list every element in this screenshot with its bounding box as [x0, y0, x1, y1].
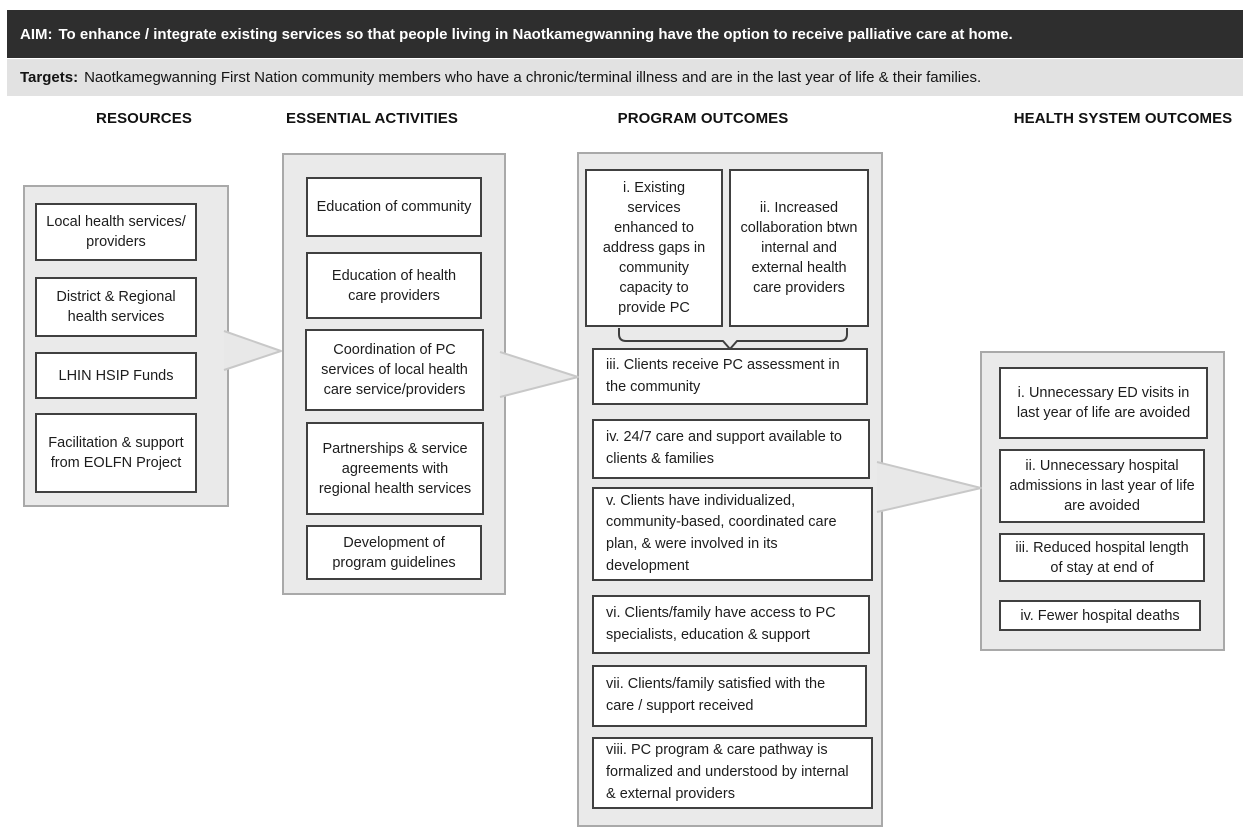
- aim-banner: AIM: To enhance / integrate existing ser…: [7, 10, 1243, 58]
- program-outcome-box-vi: vi. Clients/family have access to PC spe…: [592, 595, 870, 654]
- resources-box-1: Local health services/ providers: [35, 203, 197, 261]
- program-outcome-box-viii: viii. PC program & care pathway is forma…: [592, 737, 873, 809]
- targets-banner: Targets: Naotkamegwanning First Nation c…: [7, 59, 1243, 96]
- health-outcome-box-i: i. Unnecessary ED visits in last year of…: [999, 367, 1208, 439]
- arrow-program-to-health-system-outcomes: [876, 461, 982, 513]
- resources-box-2: District & Regional health services: [35, 277, 197, 337]
- program-outcome-box-v: v. Clients have individualized, communit…: [592, 487, 873, 581]
- resources-box-4: Facilitation & support from EOLFN Projec…: [35, 413, 197, 493]
- targets-text: Naotkamegwanning First Nation community …: [84, 69, 982, 86]
- program-outcome-box-i: i. Existing services enhanced to address…: [585, 169, 723, 327]
- program-outcome-box-vii: vii. Clients/family satisfied with the c…: [592, 665, 867, 727]
- aim-text: To enhance / integrate existing services…: [58, 25, 1013, 43]
- program-outcome-box-ii: ii. Increased collaboration btwn interna…: [729, 169, 869, 327]
- activities-box-5: Development of program guidelines: [306, 525, 482, 580]
- header-resources: RESOURCES: [96, 110, 192, 127]
- activities-box-4: Partnerships & service agreements with r…: [306, 422, 484, 515]
- header-essential-activities: ESSENTIAL ACTIVITIES: [285, 110, 459, 127]
- activities-box-1: Education of community: [306, 177, 482, 237]
- arrow-activities-to-program-outcomes: [499, 351, 579, 398]
- targets-label: Targets:: [20, 69, 79, 86]
- health-outcome-box-iv: iv. Fewer hospital deaths: [999, 600, 1201, 631]
- health-outcome-box-iii: iii. Reduced hospital length of stay at …: [999, 533, 1205, 582]
- resources-box-3: LHIN HSIP Funds: [35, 352, 197, 399]
- header-health-system-outcomes: HEALTH SYSTEM OUTCOMES: [1013, 110, 1233, 127]
- aim-label: AIM:: [20, 25, 53, 43]
- header-program-outcomes: PROGRAM OUTCOMES: [617, 110, 789, 127]
- activities-box-2: Education of health care providers: [306, 252, 482, 319]
- activities-box-3: Coordination of PC services of local hea…: [305, 329, 484, 411]
- program-outcome-box-iv: iv. 24/7 care and support available to c…: [592, 419, 870, 479]
- arrow-resources-to-activities: [223, 330, 282, 371]
- health-outcome-box-ii: ii. Unnecessary hospital admissions in l…: [999, 449, 1205, 523]
- program-outcome-box-iii: iii. Clients receive PC assessment in th…: [592, 348, 868, 405]
